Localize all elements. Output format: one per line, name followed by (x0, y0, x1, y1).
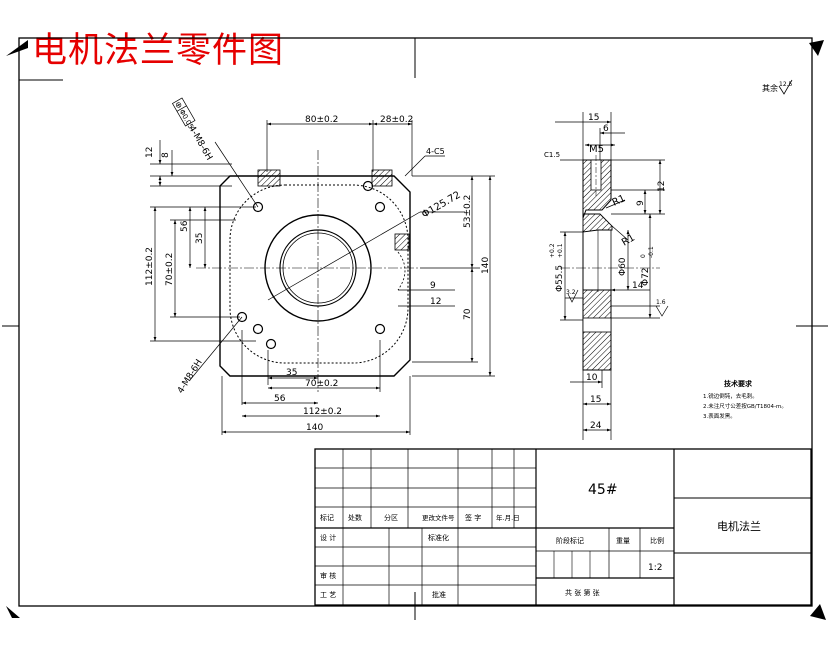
dia-125: Φ125.72 (420, 190, 463, 221)
title-block-text: 45# 电机法兰 标记 处数 分区 更改文件号 签 字 年.月.日 设 计 标准… (320, 482, 761, 599)
svg-text:70: 70 (463, 308, 473, 320)
svg-text:0: 0 (640, 254, 647, 258)
svg-text:阶段标记: 阶段标记 (556, 536, 584, 545)
svg-text:2.未注尺寸公差按GB/T1804-m。: 2.未注尺寸公差按GB/T1804-m。 (703, 402, 787, 410)
svg-text:35: 35 (195, 233, 205, 244)
svg-text:Φ72: Φ72 (641, 267, 651, 286)
svg-text:批准: 批准 (432, 590, 446, 599)
flange-outline (219, 175, 411, 377)
dim-112-vertical: 112±0.2 (145, 247, 155, 286)
svg-text:标准化: 标准化 (428, 533, 449, 542)
svg-text:-0.1: -0.1 (648, 246, 655, 258)
part-name: 电机法兰 (717, 519, 761, 533)
svg-text:+0.1: +0.1 (557, 243, 564, 258)
svg-text:56: 56 (274, 394, 286, 404)
svg-text:更改文件号: 更改文件号 (422, 513, 455, 522)
svg-text:112±0.2: 112±0.2 (303, 407, 342, 417)
svg-text:C1.5: C1.5 (544, 151, 560, 159)
svg-text:12: 12 (145, 147, 155, 158)
front-view: 80±0.2 28±0.2 4-C5 ⊕ Φ0.05 4-M8-6H 12 8 … (145, 97, 495, 435)
svg-text:⊕: ⊕ (173, 100, 184, 110)
svg-text:56: 56 (180, 220, 190, 232)
chamfer-note: 4-C5 (426, 147, 445, 156)
svg-text:处数: 处数 (348, 513, 362, 522)
svg-text:8: 8 (161, 152, 171, 158)
svg-text:3.表面发黑。: 3.表面发黑。 (703, 412, 736, 420)
svg-text:标记: 标记 (320, 513, 334, 522)
title-block (314, 448, 812, 606)
dim-70-vertical: 70±0.2 (165, 253, 175, 286)
svg-text:共 张 第 张: 共 张 第 张 (565, 588, 600, 597)
svg-text:1.锐边倒钝，去毛刺。: 1.锐边倒钝，去毛刺。 (703, 392, 758, 400)
svg-text:9: 9 (430, 281, 436, 291)
section-view: 15 6 M5 C1.5 R1 R1 9 12 Φ55.5 +0.2 +0.1 … (544, 112, 669, 440)
svg-text:比例: 比例 (650, 536, 664, 545)
thread-note-bottom: 4-M8-6H (176, 358, 205, 396)
svg-text:53±0.2: 53±0.2 (463, 195, 473, 228)
centering-marks (6, 40, 826, 620)
svg-text:M5: M5 (589, 144, 604, 155)
dim-28: 28±0.2 (380, 115, 413, 125)
svg-text:140: 140 (481, 257, 491, 274)
svg-text:140: 140 (306, 423, 323, 433)
svg-text:12: 12 (657, 181, 667, 192)
svg-text:年.月.日: 年.月.日 (496, 513, 520, 522)
svg-text:工 艺: 工 艺 (320, 591, 336, 599)
svg-text:10: 10 (586, 373, 598, 383)
svg-text:重量: 重量 (616, 537, 630, 545)
svg-text:Φ60: Φ60 (618, 257, 628, 276)
svg-text:24: 24 (590, 421, 602, 431)
svg-text:分区: 分区 (384, 513, 398, 522)
svg-text:9: 9 (636, 200, 646, 206)
svg-text:3.2: 3.2 (566, 289, 576, 296)
svg-text:14: 14 (632, 281, 644, 291)
svg-text:15: 15 (588, 113, 599, 123)
material-label: 45# (588, 482, 618, 498)
svg-text:12: 12 (430, 297, 441, 307)
svg-text:15: 15 (590, 395, 601, 405)
mounting-holes (236, 180, 386, 350)
svg-text:其余: 其余 (762, 83, 778, 93)
svg-text:审 核: 审 核 (320, 571, 336, 580)
dim-80: 80±0.2 (305, 115, 338, 125)
thread-note-top: 4-M8-6H (186, 124, 214, 162)
svg-text:6: 6 (603, 124, 609, 134)
svg-text:1.6: 1.6 (656, 299, 666, 306)
page-title: 电机法兰零件图 (32, 31, 285, 71)
sheet-frame (2, 37, 828, 620)
svg-text:设 计: 设 计 (320, 533, 336, 542)
svg-text:70±0.2: 70±0.2 (305, 379, 338, 389)
tolerance-frame: ⊕ Φ0.05 4-M8-6H (171, 97, 214, 162)
svg-text:技术要求: 技术要求 (724, 379, 753, 388)
svg-text:R1: R1 (611, 193, 628, 209)
svg-text:35: 35 (286, 368, 297, 378)
svg-text:+0.2: +0.2 (549, 243, 556, 258)
surface-roughness-note: 其余 12.5 (762, 79, 793, 95)
technical-requirements: 技术要求 1.锐边倒钝，去毛刺。 2.未注尺寸公差按GB/T1804-m。 3.… (703, 379, 787, 420)
svg-text:Φ55.5: Φ55.5 (555, 265, 565, 292)
svg-text:1:2: 1:2 (648, 563, 662, 573)
svg-text:12.5: 12.5 (779, 81, 793, 88)
svg-text:签 字: 签 字 (465, 513, 481, 522)
